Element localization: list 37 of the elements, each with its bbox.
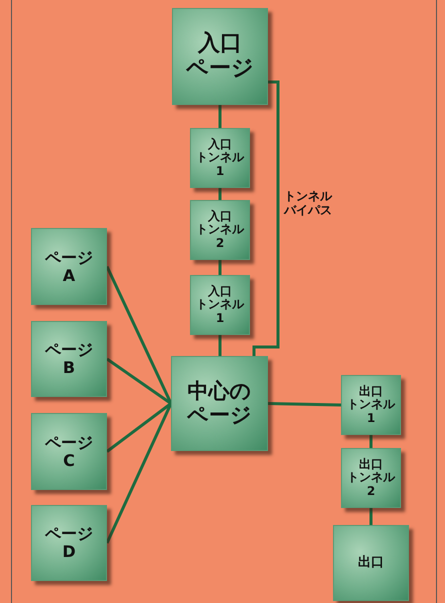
box-label: 入口ページ bbox=[186, 32, 254, 82]
connector-line bbox=[218, 335, 222, 356]
connector-line bbox=[252, 80, 280, 356]
connector-line bbox=[218, 105, 222, 128]
box-label: 入口トンネル2 bbox=[196, 210, 244, 250]
box-label: 出口トンネル2 bbox=[347, 458, 395, 498]
box-label: ページC bbox=[45, 434, 93, 470]
box-label: 出口トンネル1 bbox=[347, 384, 395, 426]
connector-line bbox=[268, 402, 342, 406]
edge-label: トンネルバイパス bbox=[284, 190, 332, 218]
page-box bbox=[333, 525, 409, 601]
page-box bbox=[190, 200, 250, 260]
page-box bbox=[31, 228, 107, 305]
connector-line bbox=[370, 435, 372, 448]
connector-line bbox=[106, 358, 172, 405]
page-box bbox=[31, 505, 107, 581]
connector-line bbox=[106, 266, 172, 404]
box-label: 入口トンネル1 bbox=[196, 284, 244, 326]
connector-line bbox=[370, 508, 372, 525]
page-box bbox=[190, 128, 250, 188]
box-label: 中心のページ bbox=[187, 380, 252, 428]
page-box bbox=[31, 321, 107, 397]
box-label: 入口トンネル1 bbox=[196, 138, 244, 178]
page-box bbox=[190, 275, 250, 335]
box-label: ページA bbox=[45, 248, 93, 284]
page-box bbox=[171, 356, 268, 451]
connector-line bbox=[218, 260, 222, 275]
page-box bbox=[31, 413, 107, 490]
connector-line bbox=[106, 402, 172, 544]
page-box bbox=[341, 448, 401, 508]
page-box bbox=[172, 8, 268, 105]
box-label: 出口 bbox=[358, 556, 384, 570]
page-box bbox=[341, 375, 401, 435]
connector-line bbox=[106, 402, 172, 453]
box-label: ページD bbox=[45, 525, 93, 561]
connector-line bbox=[218, 188, 222, 200]
box-label: ページB bbox=[45, 341, 93, 377]
